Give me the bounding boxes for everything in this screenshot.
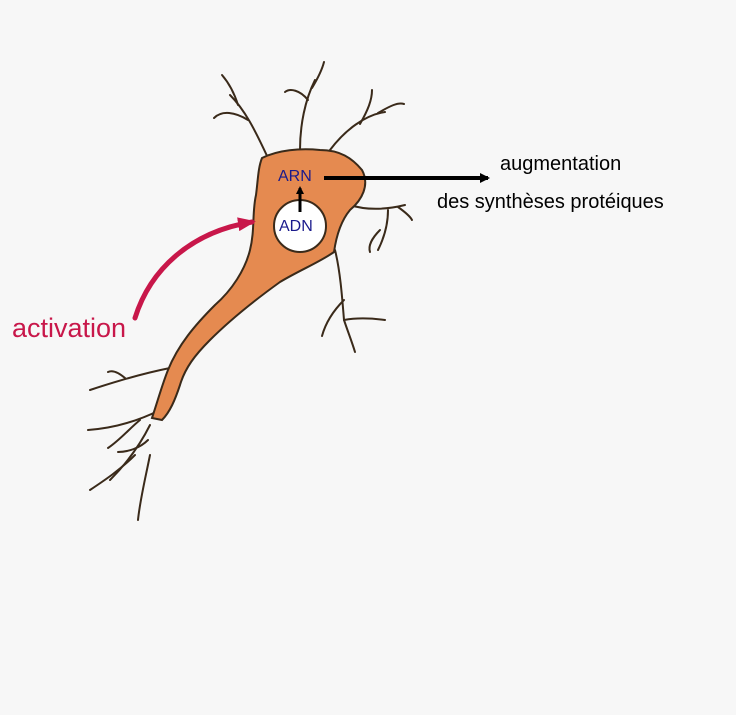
cell-body xyxy=(150,148,367,422)
activation-arrow xyxy=(132,217,256,321)
activation-label: activation xyxy=(12,313,126,343)
result-label-line2: des synthèses protéiques xyxy=(437,191,664,213)
adn-label: ADN xyxy=(279,218,313,235)
arn-label: ARN xyxy=(278,168,312,185)
result-label-line1: augmentation xyxy=(500,153,621,175)
dendrites xyxy=(87,61,413,521)
